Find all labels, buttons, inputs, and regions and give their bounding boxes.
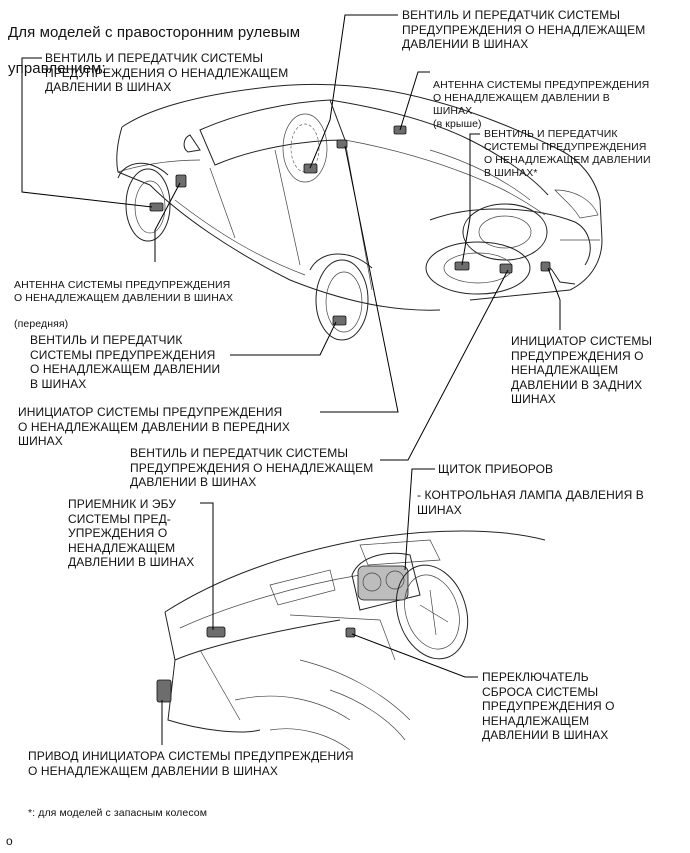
- label-instrument-panel: ЩИТОК ПРИБОРОВ: [438, 462, 554, 476]
- dashboard-illustration: [156, 530, 546, 751]
- label-initiator-front: ИНИЦИАТОР СИСТЕМЫ ПРЕДУПРЕЖДЕНИЯ О НЕНАД…: [18, 405, 291, 448]
- label-antenna-roof-text: АНТЕННА СИСТЕМЫ ПРЕДУПРЕЖДЕНИЯ О НЕНАДЛЕ…: [433, 79, 650, 117]
- label-antenna-roof-note: (в крыше): [433, 118, 482, 130]
- label-initiator-rear: ИНИЦИАТОР СИСТЕМЫ ПРЕДУПРЕЖДЕНИЯ О НЕНАД…: [511, 334, 653, 406]
- label-warning-lamp: - КОНТРОЛЬНАЯ ЛАМПА ДАВЛЕНИЯ В ШИНАХ: [417, 488, 644, 517]
- leader-lines: [21, 14, 561, 745]
- label-receiver-ecu: ПРИЕМНИК И ЭБУ СИСТЕМЫ ПРЕД- УПРЕЖДЕНИЯ …: [68, 497, 195, 569]
- label-antenna-front: АНТЕННА СИСТЕМЫ ПРЕДУПРЕЖДЕНИЯ О НЕНАДЛЕ…: [14, 266, 233, 331]
- footnote: *: для моделей с запасным колесом: [28, 807, 208, 819]
- label-valve-front-right: ВЕНТИЛЬ И ПЕРЕДАТЧИК СИСТЕМЫ ПРЕДУПРЕЖДЕ…: [30, 333, 221, 391]
- label-antenna-roof: АНТЕННА СИСТЕМЫ ПРЕДУПРЕЖДЕНИЯ О НЕНАДЛЕ…: [433, 66, 649, 131]
- page-mark: o: [6, 834, 13, 848]
- label-valve-spare: ВЕНТИЛЬ И ПЕРЕДАТЧИК СИСТЕМЫ ПРЕДУПРЕЖДЕ…: [484, 128, 651, 179]
- label-valve-front-left: ВЕНТИЛЬ И ПЕРЕДАТЧИК СИСТЕМЫ ПРЕДУПРЕЖДЕ…: [45, 51, 289, 94]
- label-valve-rear-top: ВЕНТИЛЬ И ПЕРЕДАТЧИК СИСТЕМЫ ПРЕДУПРЕЖДЕ…: [402, 8, 646, 51]
- label-initiator-drive: ПРИВОД ИНИЦИАТОРА СИСТЕМЫ ПРЕДУПРЕЖДЕНИЯ…: [28, 749, 354, 778]
- label-antenna-front-note: (передняя): [14, 318, 69, 330]
- page-title-line2: управлением:: [8, 60, 106, 77]
- page-title-line1: Для моделей с правосторонним рулевым: [8, 24, 301, 41]
- label-valve-rear-right: ВЕНТИЛЬ И ПЕРЕДАТЧИК СИСТЕМЫ ПРЕДУПРЕЖДЕ…: [130, 446, 374, 489]
- car-illustration: [116, 83, 603, 341]
- label-reset-switch: ПЕРЕКЛЮЧАТЕЛЬ СБРОСА СИСТЕМЫ ПРЕДУПРЕЖДЕ…: [482, 670, 615, 742]
- page-title: Для моделей с правосторонним рулевым упр…: [8, 6, 300, 78]
- label-antenna-front-text: АНТЕННА СИСТЕМЫ ПРЕДУПРЕЖДЕНИЯ О НЕНАДЛЕ…: [14, 279, 234, 304]
